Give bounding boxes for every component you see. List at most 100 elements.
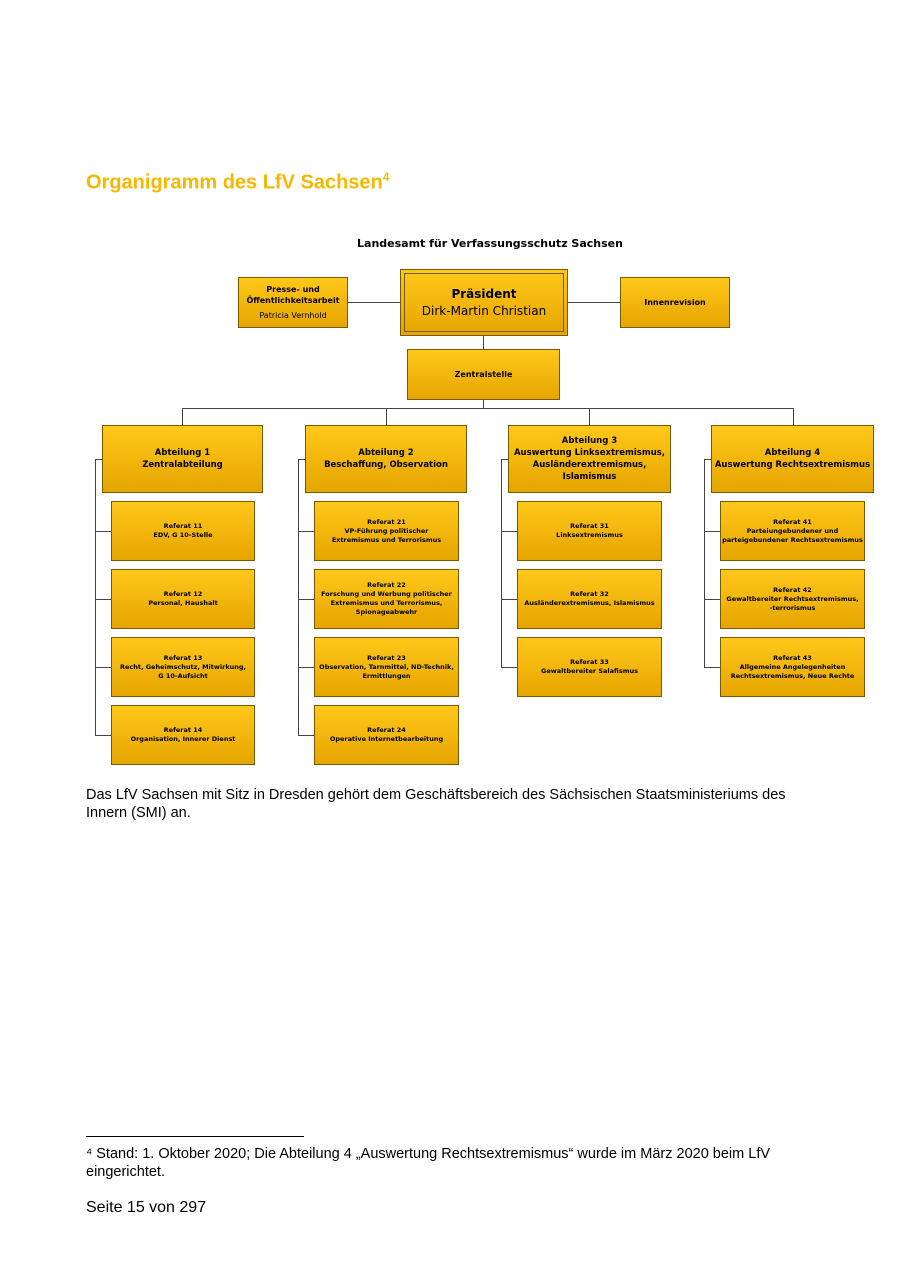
president-box: Präsident Dirk-Martin Christian bbox=[400, 269, 568, 336]
referat-title: Referat 24 bbox=[367, 726, 406, 734]
referat-22-box: Referat 22 Forschung und Werbung politis… bbox=[314, 569, 459, 629]
president-role: Präsident bbox=[451, 286, 517, 301]
referat-32-box: Referat 32 Ausländerextremismus, Islamis… bbox=[517, 569, 662, 629]
referat-title: Referat 33 bbox=[570, 658, 609, 666]
connector-line bbox=[298, 459, 299, 735]
connector-line bbox=[95, 459, 103, 460]
connector-line bbox=[95, 667, 112, 668]
department-title: Abteilung 2 bbox=[358, 448, 414, 458]
referat-line: Recht, Geheimschutz, Mitwirkung, bbox=[119, 662, 247, 671]
page-number: Seite 15 von 297 bbox=[86, 1199, 207, 1216]
connector-line bbox=[182, 408, 183, 426]
referat-41-box: Referat 41 Parteiungebundener und partei… bbox=[720, 501, 865, 561]
referat-line: Observation, Tarnmittel, ND-Technik, bbox=[319, 662, 454, 671]
referat-title: Referat 22 bbox=[367, 581, 406, 589]
page-title: Organigramm des LfV Sachsen4 bbox=[86, 170, 390, 194]
connector-line bbox=[501, 667, 518, 668]
referat-title: Referat 32 bbox=[570, 590, 609, 598]
connector-line bbox=[501, 531, 518, 532]
referat-line: G 10-Aufsicht bbox=[158, 671, 208, 680]
referat-title: Referat 43 bbox=[773, 653, 812, 662]
referat-line: -terrorismus bbox=[769, 603, 816, 612]
referat-title: Referat 14 bbox=[163, 726, 203, 734]
connector-line bbox=[182, 408, 793, 409]
referat-title: Referat 42 bbox=[773, 585, 812, 594]
footnote-mark: 4 bbox=[382, 170, 390, 184]
referat-line: Ausländerextremismus, Islamismus bbox=[524, 599, 655, 607]
department-line: Auswertung Linksextremismus, bbox=[513, 448, 666, 458]
org-chart-title: Landesamt für Verfassungsschutz Sachsen bbox=[357, 237, 623, 250]
referat-title: Referat 41 bbox=[773, 517, 812, 526]
referat-line: Allgemeine Angelegenheiten bbox=[739, 662, 846, 671]
connector-line bbox=[704, 599, 721, 600]
referat-line: parteigebundener Rechtsextremismus bbox=[722, 535, 863, 544]
connector-line bbox=[298, 459, 306, 460]
department-title: Abteilung 3 bbox=[561, 436, 618, 446]
connector-line bbox=[483, 336, 484, 349]
referat-line: Gewaltbereiter Salafismus bbox=[541, 667, 638, 675]
connector-line bbox=[501, 459, 509, 460]
referat-line: Spionageabwehr bbox=[355, 608, 418, 616]
referat-line: Organisation, Innerer Dienst bbox=[130, 735, 236, 743]
body-paragraph: Das LfV Sachsen mit Sitz in Dresden gehö… bbox=[86, 787, 786, 821]
footnote: ⁴ Stand: 1. Oktober 2020; Die Abteilung … bbox=[86, 1146, 771, 1180]
connector-line bbox=[348, 302, 400, 303]
referat-31-box: Referat 31 Linksextremismus bbox=[517, 501, 662, 561]
referat-line: Forschung und Werbung politischer bbox=[321, 590, 452, 598]
connector-line bbox=[298, 667, 315, 668]
referat-43-box: Referat 43 Allgemeine Angelegenheiten Re… bbox=[720, 637, 865, 697]
referat-line: Operative Internetbearbeitung bbox=[329, 735, 444, 743]
department-line: Ausländerextremismus, Islamismus bbox=[532, 460, 647, 482]
connector-line bbox=[568, 302, 620, 303]
referat-line: Rechtsextremismus, Neue Rechte bbox=[730, 671, 855, 680]
referat-line: Extremismus und Terrorismus bbox=[331, 535, 442, 544]
referat-42-box: Referat 42 Gewaltbereiter Rechtsextremis… bbox=[720, 569, 865, 629]
referat-title: Referat 13 bbox=[163, 653, 203, 662]
referat-line: Gewaltbereiter Rechtsextremismus, bbox=[726, 594, 859, 603]
connector-line bbox=[386, 408, 387, 426]
referat-24-box: Referat 24 Operative Internetbearbeitung bbox=[314, 705, 459, 765]
department-3-box: Abteilung 3 Auswertung Linksextremismus,… bbox=[508, 425, 671, 493]
connector-line bbox=[298, 531, 315, 532]
referat-line: VP-Führung politischer bbox=[344, 526, 429, 535]
connector-line bbox=[501, 599, 518, 600]
referat-title: Referat 21 bbox=[367, 517, 406, 526]
connector-line bbox=[793, 408, 794, 426]
department-2-box: Abteilung 2 Beschaffung, Observation bbox=[305, 425, 467, 493]
president-name: Dirk-Martin Christian bbox=[421, 303, 547, 318]
connector-line bbox=[95, 735, 112, 736]
referat-23-box: Referat 23 Observation, Tarnmittel, ND-T… bbox=[314, 637, 459, 697]
referat-line: EDV, G 10-Stelle bbox=[153, 531, 213, 539]
internal-audit-box: Innenrevision bbox=[620, 277, 730, 328]
footnote-divider bbox=[86, 1136, 304, 1137]
connector-line bbox=[95, 459, 96, 735]
department-line: Auswertung Rechtsextremismus bbox=[714, 460, 871, 470]
central-office-box: Zentralstelle bbox=[407, 349, 560, 400]
referat-14-box: Referat 14 Organisation, Innerer Dienst bbox=[111, 705, 255, 765]
referat-line: Ermittlungen bbox=[362, 671, 411, 680]
referat-33-box: Referat 33 Gewaltbereiter Salafismus bbox=[517, 637, 662, 697]
connector-line bbox=[483, 400, 484, 408]
connector-line bbox=[95, 531, 112, 532]
referat-line: Personal, Haushalt bbox=[148, 599, 218, 607]
referat-line: Extremismus und Terrorismus, bbox=[330, 599, 443, 607]
connector-line bbox=[704, 531, 721, 532]
referat-line: Parteiungebundener und bbox=[746, 526, 839, 535]
referat-13-box: Referat 13 Recht, Geheimschutz, Mitwirku… bbox=[111, 637, 255, 697]
connector-line bbox=[501, 459, 502, 667]
referat-title: Referat 11 bbox=[163, 522, 203, 530]
department-line: Zentralabteilung bbox=[142, 460, 223, 470]
connector-line bbox=[704, 459, 712, 460]
connector-line bbox=[589, 408, 590, 426]
referat-line: Linksextremismus bbox=[556, 531, 623, 539]
referat-title: Referat 31 bbox=[570, 522, 609, 530]
referat-title: Referat 12 bbox=[163, 590, 203, 598]
department-title: Abteilung 1 bbox=[154, 448, 211, 458]
department-4-box: Abteilung 4 Auswertung Rechtsextremismus bbox=[711, 425, 874, 493]
central-office-label: Zentralstelle bbox=[454, 370, 513, 379]
connector-line bbox=[298, 599, 315, 600]
connector-line bbox=[704, 459, 705, 667]
referat-21-box: Referat 21 VP-Führung politischer Extrem… bbox=[314, 501, 459, 561]
department-title: Abteilung 4 bbox=[764, 448, 821, 458]
press-office-line2: Öffentlichkeitsarbeit bbox=[246, 296, 340, 305]
